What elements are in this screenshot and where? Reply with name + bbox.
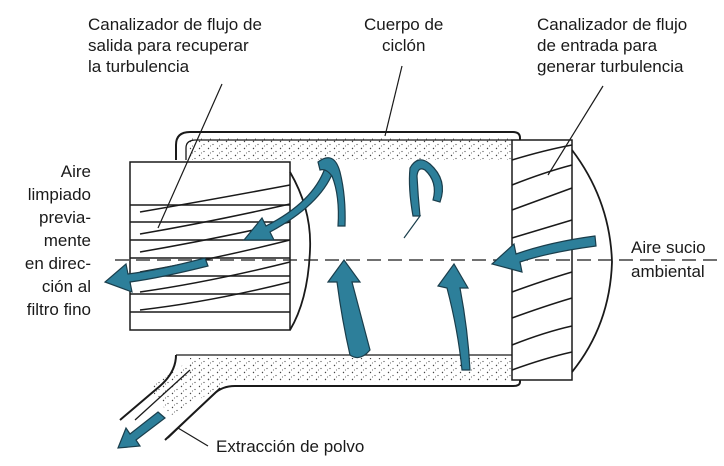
dust-outlet-inner — [134, 369, 191, 421]
label-inlet-line-3: generar turbulencia — [537, 57, 684, 76]
label-clean-line-5: en direc- — [24, 254, 91, 273]
label-cyclone-body: Cuerpo de ciclón — [364, 14, 443, 56]
label-clean-line-2: limpiado — [27, 185, 91, 204]
label-dirty-line-1: Aire sucio — [631, 238, 706, 257]
label-inlet-flow-guide: Canalizador de flujo de entrada para gen… — [537, 14, 687, 77]
dust-band-bottom — [190, 358, 512, 382]
leader-cyclone-body — [384, 65, 403, 137]
label-dirty-air: Aire sucio ambiental — [631, 236, 706, 284]
dust-band-top — [186, 138, 512, 160]
swirl-bottom-left — [326, 258, 371, 359]
dirty-air-arrow — [490, 235, 597, 273]
label-clean-line-7: filtro fino — [26, 300, 91, 319]
leader-lines — [157, 65, 604, 447]
outlet-flow-guide — [129, 161, 312, 331]
swirl-bottom-right — [436, 262, 471, 371]
clean-air-arrow — [103, 257, 209, 293]
label-cyclone-line-2: ciclón — [381, 36, 426, 55]
label-outlet-line-1: Canalizador de flujo de — [88, 15, 262, 34]
label-outlet-line-3: la turbulencia — [88, 57, 190, 76]
label-outlet-line-2: salida para recuperar — [88, 36, 249, 55]
label-dust-line-1: Extracción de polvo — [216, 437, 365, 456]
label-clean-line-4: mente — [43, 231, 91, 250]
label-inlet-line-1: Canalizador de flujo — [537, 15, 688, 34]
dust-extraction-arrow — [117, 411, 166, 449]
leader-inlet-guide — [547, 85, 604, 176]
swirl-top-left — [317, 157, 346, 227]
label-clean-line-3: previa- — [39, 208, 91, 227]
label-cyclone-line-1: Cuerpo de — [364, 15, 444, 34]
label-dust-extraction: Extracción de polvo — [216, 436, 364, 457]
leader-outlet-guide — [157, 83, 223, 229]
label-outlet-flow-guide: Canalizador de flujo de salida para recu… — [88, 14, 262, 77]
dust-outlet-fill — [150, 360, 226, 416]
outlet-swirl-arrow — [242, 167, 334, 241]
cyclone-body-inner-line — [185, 139, 512, 160]
swirl-top-center — [403, 159, 443, 239]
flow-arrows — [103, 157, 597, 449]
dust-outlet-inner-2 — [167, 387, 221, 439]
label-inlet-line-2: de entrada para — [537, 36, 658, 55]
dust-outlet-outer — [119, 354, 177, 421]
label-clean-air: Aire limpiado previa- mente en direc- ci… — [25, 160, 91, 321]
label-clean-line-6: ción al — [41, 277, 91, 296]
label-clean-line-1: Aire — [60, 162, 91, 181]
label-dirty-line-2: ambiental — [631, 262, 705, 281]
leader-dust — [177, 427, 209, 447]
